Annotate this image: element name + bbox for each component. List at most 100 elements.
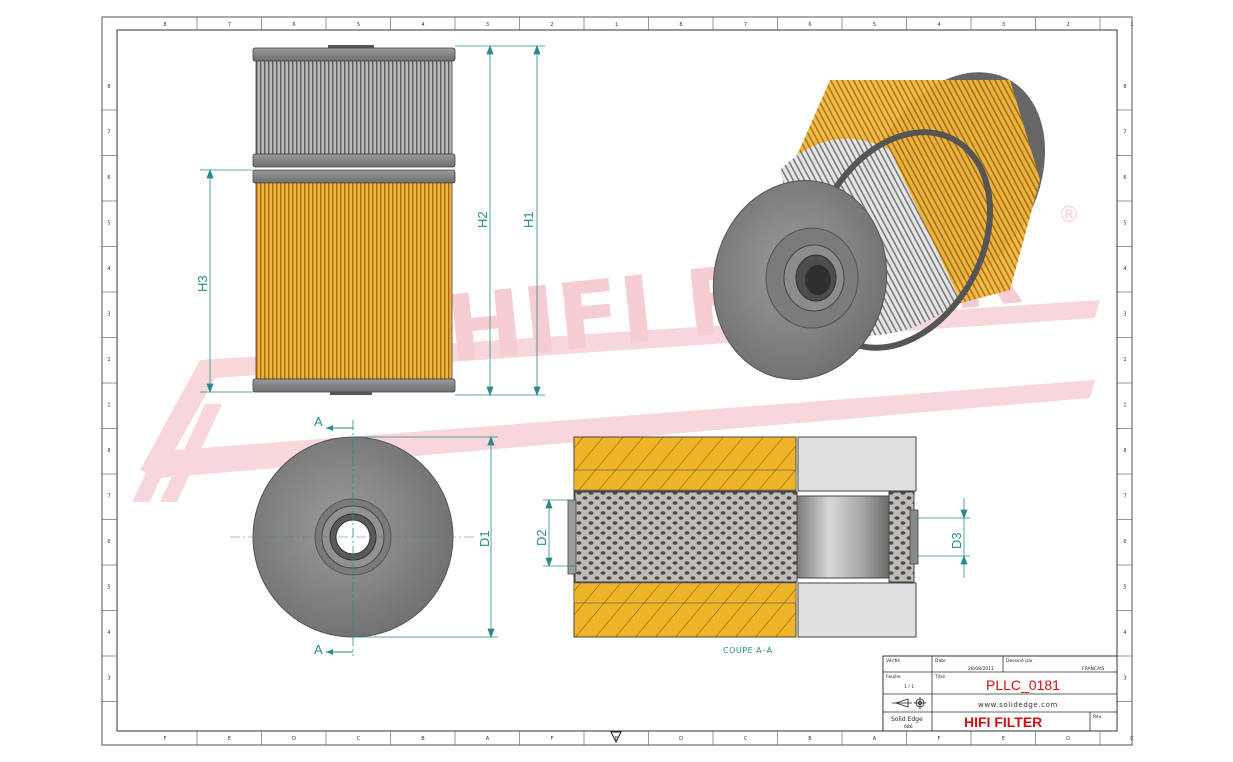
zone-label: 5 (107, 221, 110, 227)
zone-label: 2 (1123, 357, 1126, 363)
zone-label: 3 (107, 676, 110, 682)
zone-label: E (1002, 736, 1005, 742)
drawing-frame: 8 7 6 5 4 3 2 1 8 7 6 5 4 3 2 1 F E D C B A F E D C B A F E D C 8 7 6 5 4 3… (101, 16, 1134, 746)
zone-label: 1 (1130, 22, 1133, 28)
dim-h3-label: H3 (195, 275, 210, 292)
section-marker-top: A (314, 414, 323, 429)
section-marker-bottom: A (314, 642, 323, 657)
end-view (230, 420, 476, 656)
software-sub: 686 (904, 724, 913, 730)
end-view-dimension (353, 435, 498, 639)
zone-label: F (938, 736, 941, 742)
zone-label: 3 (486, 22, 489, 28)
zone-label: C (744, 736, 748, 742)
front-view (252, 45, 456, 395)
zone-label: 4 (1123, 630, 1126, 636)
zone-label: 5 (1123, 221, 1126, 227)
zone-label: C (1130, 736, 1134, 742)
left-zone-ticks: 8 7 6 5 4 3 2 1 8 7 6 5 4 3 (102, 84, 117, 702)
website-text: www.solidedge.com (978, 701, 1058, 709)
zone-label: 4 (937, 22, 940, 28)
zone-label: 8 (163, 22, 166, 28)
zone-label: 6 (1123, 175, 1126, 181)
zone-label: D (292, 736, 296, 742)
zone-label: 8 (107, 84, 110, 90)
zone-label: 5 (873, 22, 876, 28)
brand-name: HIFI FILTER (964, 714, 1042, 730)
label-verifie: Vérifié (886, 657, 900, 664)
language-value: FRANCAIS (1082, 666, 1105, 672)
section-caption: COUPE A–A (723, 646, 773, 655)
zone-label: 4 (1123, 266, 1126, 272)
date-value: 28/08/2011 (968, 666, 994, 672)
zone-label: 4 (107, 266, 110, 272)
zone-label: 7 (107, 130, 110, 136)
zone-label: D (1066, 736, 1070, 742)
zone-label: 5 (1123, 585, 1126, 591)
zone-label: 5 (357, 22, 360, 28)
zone-label: 7 (228, 22, 231, 28)
zone-label: 3 (1002, 22, 1005, 28)
sheet-value: 1 / 1 (904, 684, 914, 690)
zone-label: 7 (1123, 130, 1126, 136)
zone-label: 7 (744, 22, 747, 28)
label-rev: Rév. (1093, 713, 1102, 720)
zone-label: E (228, 736, 231, 742)
zone-label: 8 (1123, 448, 1126, 454)
label-feuille: Feuille (886, 674, 901, 680)
title-block: Vérifié Date 28/08/2011 Dessiné par FRAN… (882, 655, 1118, 732)
zone-label: 2 (1066, 22, 1069, 28)
zone-label: 1 (107, 403, 110, 409)
zone-label: 8 (679, 22, 682, 28)
zone-label: 4 (421, 22, 424, 28)
zone-label: C (357, 736, 361, 742)
label-dessine: Dessiné par (1006, 657, 1033, 664)
section-view (567, 436, 919, 638)
zone-label: D (679, 736, 683, 742)
zone-label: A (486, 736, 490, 742)
zone-label: 7 (1123, 494, 1126, 500)
dim-h2-label: H2 (475, 211, 490, 228)
software-label: Solid Edge (891, 716, 923, 723)
zone-label: 6 (808, 22, 811, 28)
zone-label: A (873, 736, 877, 742)
zone-label: B (808, 736, 812, 742)
part-number: PLLC_0181 (986, 677, 1060, 693)
zone-label: 1 (615, 22, 618, 28)
watermark-registered: ® (1058, 203, 1080, 228)
dim-h1-label: H1 (521, 211, 536, 228)
zone-label: 6 (1123, 539, 1126, 545)
zone-label: 6 (292, 22, 295, 28)
zone-label: 2 (550, 22, 553, 28)
zone-label: 6 (107, 175, 110, 181)
center-mark-bottom (610, 731, 622, 744)
top-zone-ticks: 8 7 6 5 4 3 2 1 8 7 6 5 4 3 2 1 (163, 17, 1134, 30)
zone-label: 3 (1123, 676, 1126, 682)
zone-label: 2 (107, 357, 110, 363)
zone-label: 6 (107, 539, 110, 545)
dim-d3-label: D3 (949, 532, 964, 549)
isometric-view (712, 72, 1046, 380)
zone-label: 1 (1123, 403, 1126, 409)
zone-label: 3 (107, 312, 110, 318)
zone-label: 5 (107, 585, 110, 591)
zone-label: 4 (107, 630, 110, 636)
zone-label: 3 (1123, 312, 1126, 318)
zone-label: F (164, 736, 167, 742)
zone-label: F (551, 736, 554, 742)
dim-d2-label: D2 (534, 529, 549, 546)
right-zone-ticks: 8 7 6 5 4 3 2 1 8 7 6 5 4 3 (1117, 84, 1132, 702)
dim-d1-label: D1 (477, 530, 492, 547)
front-view-dimensions (200, 44, 545, 397)
label-date: Date (935, 658, 946, 664)
zone-label: 7 (107, 494, 110, 500)
section-view-dimensions (543, 498, 970, 578)
projection-symbol (892, 697, 926, 709)
zone-label: 8 (107, 448, 110, 454)
zone-label: B (421, 736, 425, 742)
zone-label: 8 (1123, 84, 1126, 90)
label-titre: Titre (934, 674, 945, 680)
zone-label: E (615, 736, 618, 742)
